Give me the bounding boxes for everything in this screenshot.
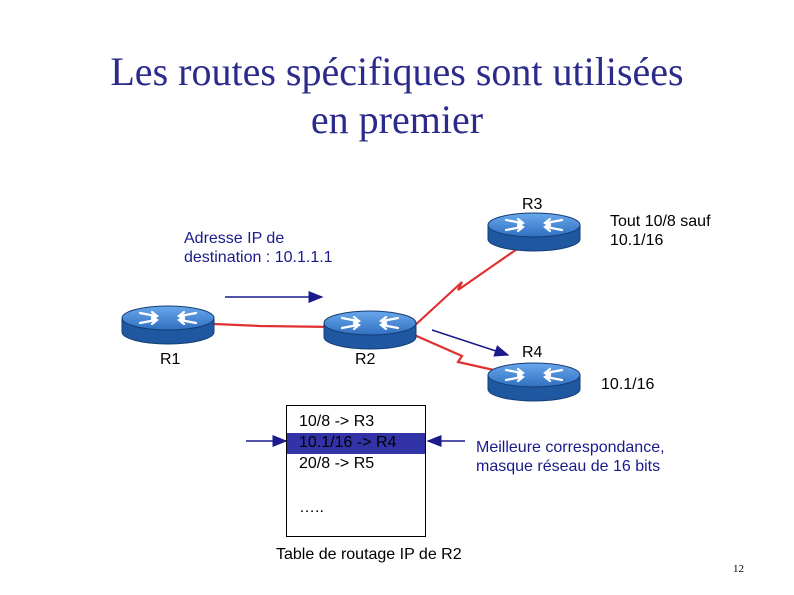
routing-table-ellipsis: ….. xyxy=(287,498,425,519)
router-r1-label: R1 xyxy=(160,351,181,368)
destination-label-line-2: destination : 10.1.1.1 xyxy=(184,249,333,266)
r3-route-line-2: 10.1/16 xyxy=(610,232,664,249)
router-r3-icon xyxy=(486,211,582,253)
router-r2-label: R2 xyxy=(355,351,376,368)
routing-table-row-text: 20/8 -> R5 xyxy=(299,455,375,472)
r4-route-label: 10.1/16 xyxy=(601,376,655,393)
r2-to-r4-arrow xyxy=(431,329,510,357)
routing-table-row: 20/8 -> R5 xyxy=(287,454,425,475)
page-number: 12 xyxy=(733,563,744,575)
router-r4-icon xyxy=(486,361,582,403)
r3-route-line-1: Tout 10/8 sauf xyxy=(610,213,711,230)
routing-table-row-text: 10/8 -> R3 xyxy=(299,413,375,430)
routing-table-row-highlighted: 10.1/16 -> R4 xyxy=(287,433,425,454)
title-line-1: Les routes spécifiques sont utilisées xyxy=(110,49,684,94)
destination-label-line-1: Adresse IP de xyxy=(184,230,285,247)
routing-table-row-text: 10.1/16 -> R4 xyxy=(299,434,397,451)
title-line-2: en premier xyxy=(310,97,484,142)
router-r3-label: R3 xyxy=(522,196,543,213)
flow-arrows xyxy=(225,291,510,447)
link-r2-r3 xyxy=(411,239,531,329)
routing-table-row: 10/8 -> R3 xyxy=(287,412,425,433)
router-r4-label: R4 xyxy=(522,344,543,361)
r3-route-label: Tout 10/8 sauf 10.1/16 xyxy=(610,212,711,250)
slide-title: Les routes spécifiques sont utilisées en… xyxy=(0,48,794,144)
destination-label: Adresse IP de destination : 10.1.1.1 xyxy=(184,229,333,267)
routing-table: 10/8 -> R3 10.1/16 -> R4 20/8 -> R5 ….. xyxy=(286,405,426,537)
routing-table-caption: Table de routage IP de R2 xyxy=(276,546,462,563)
best-match-label: Meilleure correspondance, masque réseau … xyxy=(476,438,665,476)
router-r2-icon xyxy=(322,309,418,351)
best-match-line-1: Meilleure correspondance, xyxy=(476,439,665,456)
router-r1-icon xyxy=(120,304,216,346)
best-match-line-2: masque réseau de 16 bits xyxy=(476,458,661,475)
routing-table-ellipsis-text: ….. xyxy=(299,499,324,516)
